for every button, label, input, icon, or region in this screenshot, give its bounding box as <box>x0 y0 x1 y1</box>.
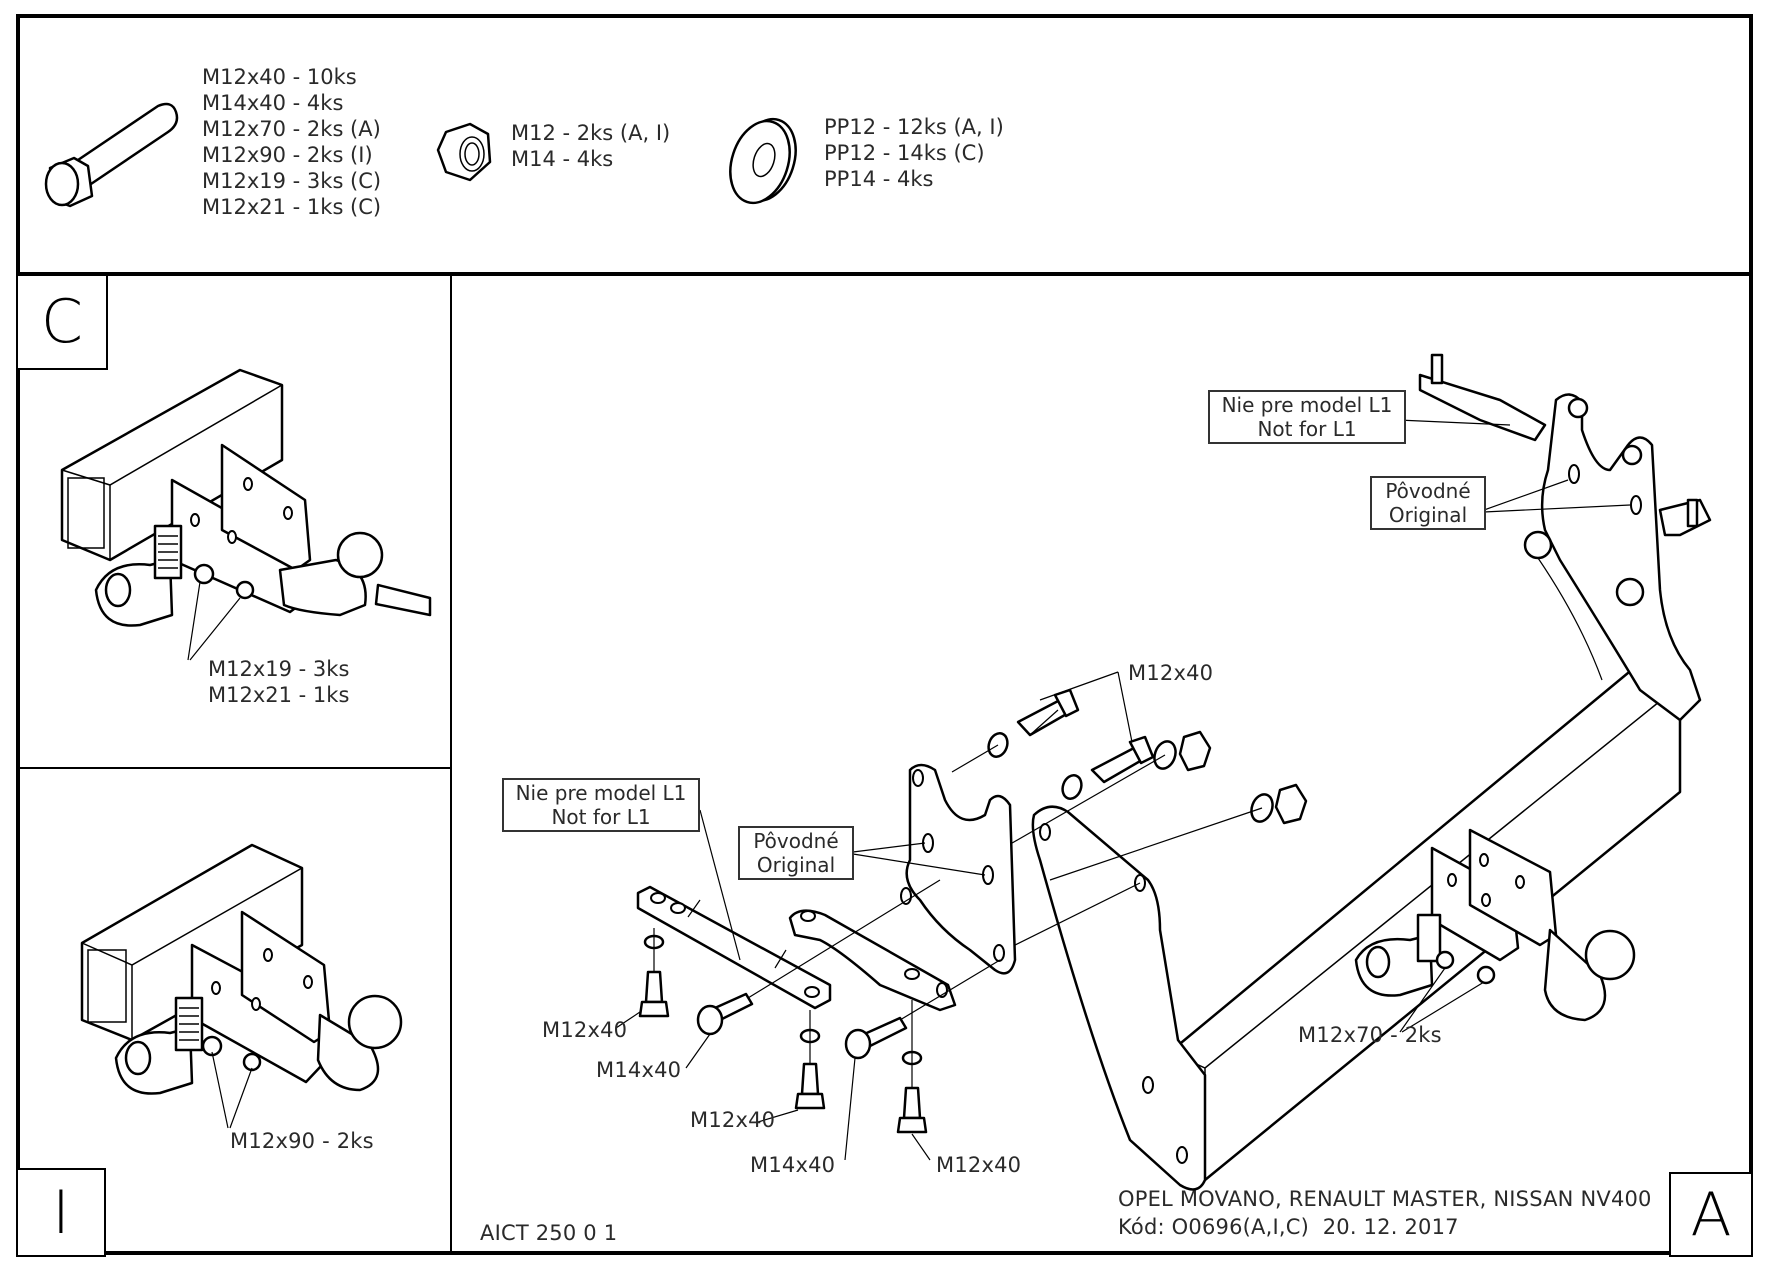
bolt-item: M12x90 - 2ks (I) <box>202 143 373 167</box>
drawing-frame <box>16 14 1753 1255</box>
original-callout-left: Pôvodné Original <box>738 826 854 880</box>
washer-icon <box>729 117 797 205</box>
callout-line: Nie pre model L1 <box>1221 393 1393 417</box>
panel-c-label: M12x21 - 1ks <box>208 683 350 707</box>
bolt-item: M12x70 - 2ks (A) <box>202 117 381 141</box>
bolt-label-m14x40-a: M14x40 <box>596 1058 682 1082</box>
panel-i-letter: I <box>16 1168 106 1257</box>
nut-item: M14 - 4ks <box>511 147 614 171</box>
panel-c-letter: C <box>16 274 108 370</box>
original-callout-top: Pôvodné Original <box>1370 476 1486 530</box>
callout-line: Original <box>756 853 836 877</box>
panel-a-letter: A <box>1669 1172 1753 1257</box>
hex-nut-icon <box>436 122 492 182</box>
not-for-l1-callout-left: Nie pre model L1 Not for L1 <box>502 778 700 832</box>
nut-item: M12 - 2ks (A, I) <box>511 121 671 145</box>
callout-line: Pôvodné <box>1385 479 1471 503</box>
washer-item: PP14 - 4ks <box>824 167 934 191</box>
bolt-item: M12x21 - 1ks (C) <box>202 195 382 219</box>
panel-c-label: M12x19 - 3ks <box>208 657 350 681</box>
bolt-item: M14x40 - 4ks <box>202 91 344 115</box>
bolt-label-m12x40-a: M12x40 <box>542 1018 628 1042</box>
washer-list: PP12 - 12ks (A, I) PP12 - 14ks (C) PP14 … <box>824 114 1004 192</box>
bolt-label-m12x40-b: M12x40 <box>690 1108 776 1132</box>
not-for-l1-callout-top: Nie pre model L1 Not for L1 <box>1208 390 1406 444</box>
callout-line: Not for L1 <box>1257 417 1357 441</box>
washer-item: PP12 - 14ks (C) <box>824 141 985 165</box>
callout-line: Original <box>1388 503 1468 527</box>
product-code-date: Kód: O0696(A,I,C) 20. 12. 2017 <box>1118 1215 1459 1239</box>
bolt-label-m12x70: M12x70 - 2ks <box>1298 1023 1442 1047</box>
bolt-list: M12x40 - 10ks M14x40 - 4ks M12x70 - 2ks … <box>202 64 381 220</box>
panel-c-drawing <box>60 368 432 661</box>
hex-bolt-icon <box>44 102 179 208</box>
header-divider <box>16 272 1753 276</box>
bolt-label-m12x40-top: M12x40 <box>1128 661 1214 685</box>
panel-i-label: M12x90 - 2ks <box>230 1129 374 1153</box>
panel-c-labels: M12x19 - 3ks M12x21 - 1ks <box>208 656 349 708</box>
bolt-item: M12x19 - 3ks (C) <box>202 169 382 193</box>
drawing-number: AICT 250 0 1 <box>480 1221 618 1245</box>
washer-item: PP12 - 12ks (A, I) <box>824 115 1004 139</box>
callout-line: Nie pre model L1 <box>515 781 687 805</box>
bolt-label-m14x40-b: M14x40 <box>750 1153 836 1177</box>
bolt-item: M12x40 - 10ks <box>202 65 357 89</box>
panel-a-drawing <box>615 353 1712 1191</box>
left-column-divider <box>450 272 452 1255</box>
vehicle-models: OPEL MOVANO, RENAULT MASTER, NISSAN NV40… <box>1118 1187 1652 1211</box>
left-column-mid-divider <box>16 767 452 769</box>
callout-line: Not for L1 <box>551 805 651 829</box>
nut-list: M12 - 2ks (A, I) M14 - 4ks <box>511 120 670 172</box>
callout-line: Pôvodné <box>753 829 839 853</box>
bolt-label-m12x40-c: M12x40 <box>936 1153 1022 1177</box>
panel-i-drawing <box>80 843 403 1129</box>
